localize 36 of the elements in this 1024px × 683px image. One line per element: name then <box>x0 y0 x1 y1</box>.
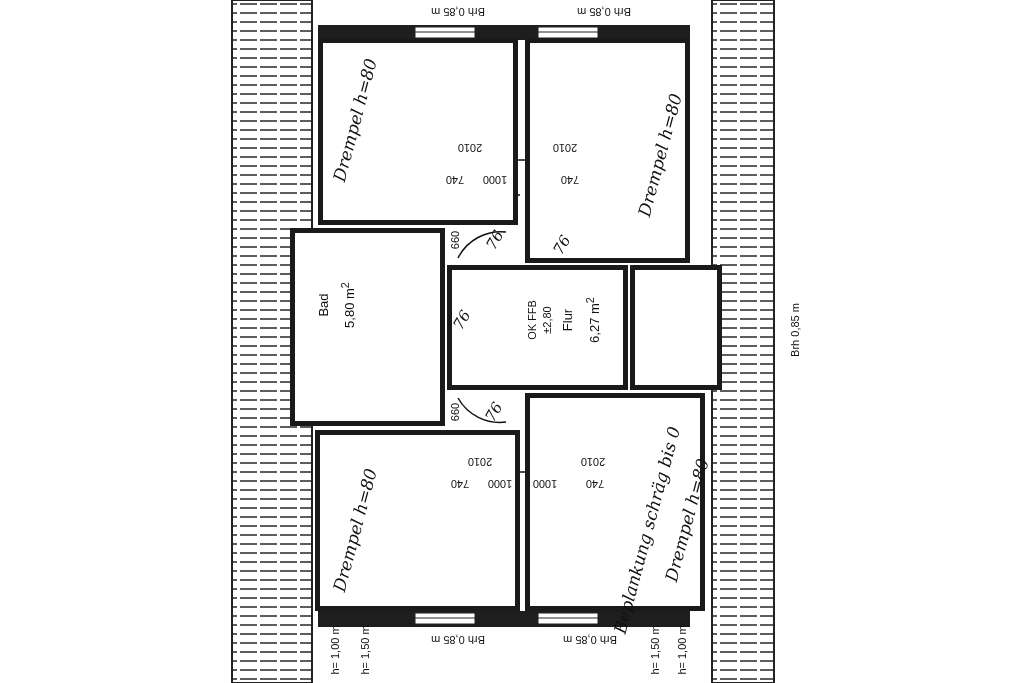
hallway-area <box>447 265 628 390</box>
door-width-label: 76 <box>482 227 508 253</box>
dimension-label: 740 <box>560 174 580 186</box>
dimension-label: 740 <box>450 478 470 490</box>
stair-area <box>630 265 722 390</box>
dimension-label: 660 <box>449 402 461 422</box>
dimension-label: 1000 <box>487 478 513 490</box>
level-label: ±2,80 <box>541 306 553 334</box>
dimension-label: 740 <box>445 174 465 186</box>
dimension-label: 2010 <box>467 456 493 468</box>
dimension-label: 1000 <box>482 174 508 186</box>
door-width-label: 76 <box>549 232 575 258</box>
dimension-label: h= 1,00 m <box>329 625 341 675</box>
dimension-label: h= 1,50 m <box>359 625 371 675</box>
dimension-label: h= 1,50 m <box>649 625 661 675</box>
bathroom-area <box>290 228 445 426</box>
room-area <box>318 38 518 225</box>
room-area <box>315 430 520 611</box>
room-label: Bad <box>315 293 331 317</box>
dimension-label: h= 1,00 m <box>676 625 688 675</box>
dimension-label: Brh 0,85 m <box>789 303 801 357</box>
room-area <box>525 38 690 263</box>
door-width-label: 76 <box>449 307 475 333</box>
dimension-label: 2010 <box>457 142 483 154</box>
dimension-label: 2010 <box>580 456 606 468</box>
dimension-label: Brh 0,85 m <box>563 634 617 646</box>
door-width-label: 76 <box>481 399 507 425</box>
dimension-label: Brh 0,85 m <box>431 634 485 646</box>
dimension-label: Brh 0,85 m <box>431 6 485 18</box>
dimension-label: 2010 <box>552 142 578 154</box>
dimension-label: 1000 <box>532 478 558 490</box>
dimension-label: 740 <box>585 478 605 490</box>
room-label: Flur <box>559 308 575 332</box>
dimension-label: 660 <box>449 230 461 250</box>
level-label: OK FFB <box>526 300 538 340</box>
dimension-label: Brh 0,85 m <box>577 6 631 18</box>
